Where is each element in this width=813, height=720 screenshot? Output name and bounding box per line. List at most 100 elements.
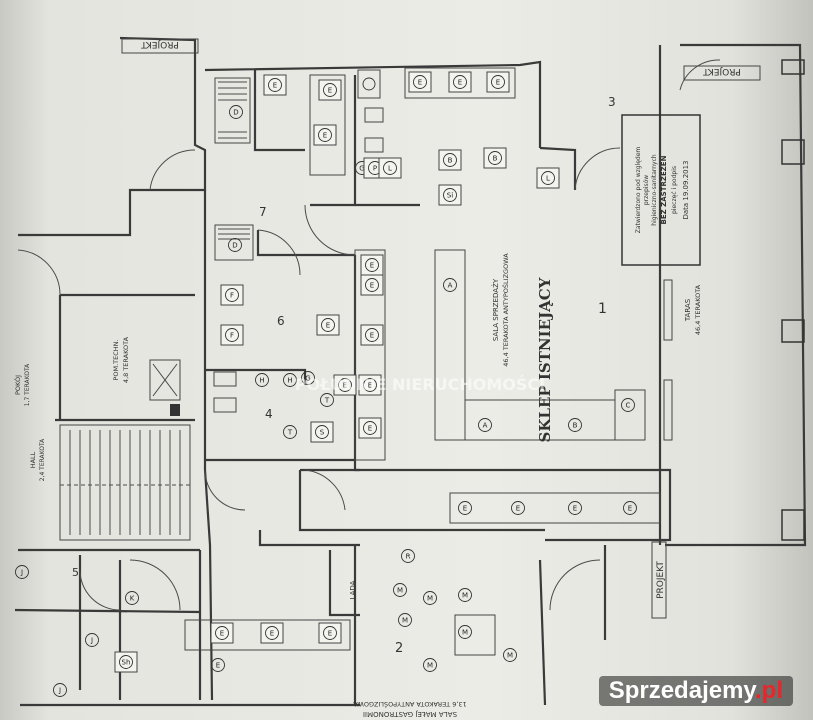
svg-text:M: M [507, 652, 513, 660]
sprzedajemy-logo[interactable]: Sprzedajemy.pl [598, 676, 793, 706]
equipment-e-symbol: E [568, 501, 582, 515]
svg-text:B: B [573, 422, 578, 430]
equipment-r-symbol: R [401, 549, 415, 563]
equipment-s-symbol: S [310, 421, 334, 443]
svg-text:E: E [418, 79, 422, 87]
walls [14, 36, 807, 707]
svg-text:E: E [328, 630, 332, 638]
svg-text:T: T [324, 397, 330, 405]
svg-text:S: S [320, 429, 325, 437]
sales-hall-area: 46,4 TERAKOTA ANTYPOŚLIZGOWA [501, 253, 510, 367]
svg-text:F: F [230, 332, 234, 340]
equipment-k-symbol: K [125, 591, 139, 605]
agency-watermark: POŁUDNIE NIERUCHOMOŚCI [295, 375, 545, 394]
equipment-t-symbol: T [320, 393, 334, 407]
staircase [59, 424, 191, 541]
sales-hall-name: SALA SPRZEDAŻY [491, 278, 500, 341]
approval-stamp: Zatwierdzono pod względem przepisów higi… [621, 114, 701, 266]
svg-text:F: F [230, 292, 234, 300]
equipment-j-symbol: J [15, 565, 29, 579]
svg-text:J: J [20, 569, 23, 577]
svg-text:C: C [626, 402, 631, 410]
equipment-e-symbol: E [211, 658, 225, 672]
room-pokoj-area: 1,7 TERAKOTA [24, 363, 31, 406]
svg-text:K: K [130, 595, 135, 603]
svg-text:L: L [388, 165, 392, 173]
tech-room-name: POM.TECHN. [112, 339, 120, 380]
equipment-e-symbol: E [318, 79, 342, 101]
svg-text:M: M [397, 587, 403, 595]
projekt-label-1: PROJEKT [141, 39, 179, 49]
svg-text:M: M [462, 592, 468, 600]
svg-text:E: E [273, 82, 277, 90]
svg-text:M: M [427, 595, 433, 603]
brand-tld: .pl [755, 677, 783, 704]
room-pokoj-name: POKÓJ [13, 375, 22, 395]
stamp-line-1: Zatwierdzono pod względem [635, 147, 642, 234]
svg-text:P: P [373, 165, 377, 173]
equipment-j-symbol: J [53, 683, 67, 697]
brand-name: Sprzedajemy [608, 677, 755, 704]
equipment-e-symbol: E [210, 622, 234, 644]
equipment-d-symbol: D [228, 238, 242, 252]
room-4-number: 4 [265, 407, 273, 421]
equipment-e-symbol: E [623, 501, 637, 515]
equipment-e-symbol: E [263, 74, 287, 96]
equipment-l-symbol: L [378, 157, 402, 179]
equipment-t-symbol: T [283, 425, 297, 439]
equipment-m-symbol: M [393, 583, 407, 597]
svg-text:J: J [90, 637, 93, 645]
svg-text:D: D [232, 242, 237, 250]
stamp-line-2: przepisów [643, 175, 650, 205]
equipment-e-symbol: E [260, 622, 284, 644]
doors [17, 59, 721, 611]
svg-text:Si: Si [447, 192, 453, 200]
equipment-d-symbol: D [229, 105, 243, 119]
stamp-line-4: BEZ ZASTRZEŻEŃ [659, 155, 668, 224]
equipment-m-symbol: M [423, 658, 437, 672]
room-3-number: 3 [608, 95, 616, 109]
equipment-m-symbol: M [503, 648, 517, 662]
room-7-number: 7 [259, 205, 267, 219]
equipment-e-symbol: E [408, 71, 432, 93]
hall-name: HALL [29, 451, 37, 468]
svg-text:G: G [305, 375, 310, 383]
svg-text:M: M [402, 617, 408, 625]
equipment-h-symbol: H [255, 373, 269, 387]
projekt-label-3: PROJEKT [656, 561, 666, 599]
svg-text:B: B [448, 157, 453, 165]
projekt-label-2: PROJEKT [703, 66, 741, 76]
stamp-line-6: Data 19.09.2013 [682, 160, 690, 219]
terrace-name: TARAS [684, 298, 692, 322]
columns [663, 59, 805, 541]
equipment-e-symbol: E [318, 622, 342, 644]
equipment-f-symbol: F [220, 324, 244, 346]
svg-text:E: E [370, 332, 374, 340]
room-5-number: 5 [72, 566, 79, 579]
svg-text:E: E [370, 262, 374, 270]
equipment-e-symbol: E [486, 71, 510, 93]
svg-text:A: A [483, 422, 488, 430]
equipment-e-symbol: E [333, 374, 357, 396]
equipment-sh-symbol: Sh [114, 651, 138, 673]
svg-text:L: L [546, 175, 550, 183]
stamp-line-5: pieczęć i podpis [671, 166, 678, 214]
equipment-e-symbol: E [458, 501, 472, 515]
room-2-number: 2 [395, 641, 403, 656]
svg-text:B: B [493, 155, 498, 163]
svg-text:E: E [270, 630, 274, 638]
svg-text:R: R [406, 553, 411, 561]
svg-text:E: E [326, 322, 330, 330]
svg-text:A: A [448, 282, 453, 290]
gastro-room-name: SALA MAŁEJ GASTRONOMII [363, 710, 457, 718]
terrace-area: 46,4 TERAKOTA [694, 284, 702, 335]
svg-text:E: E [463, 505, 467, 513]
svg-text:E: E [220, 630, 224, 638]
svg-text:E: E [370, 282, 374, 290]
equipment-b-symbol: B [483, 147, 507, 169]
equipment-a-symbol: A [443, 278, 457, 292]
equipment-e-symbol: E [360, 324, 384, 346]
svg-text:E: E [368, 425, 372, 433]
equipment-g-symbol: G [301, 371, 315, 385]
